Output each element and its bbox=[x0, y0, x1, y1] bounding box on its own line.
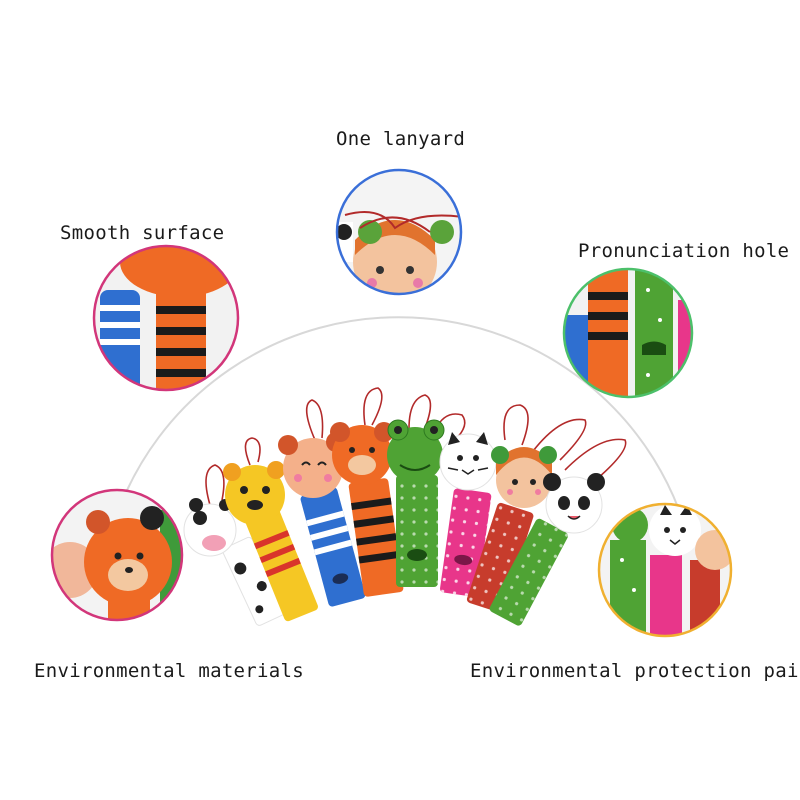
whistle-orange-bear bbox=[330, 422, 404, 597]
background-arc bbox=[114, 316, 691, 546]
label-pronunciation-hole: Pronunciation hole bbox=[578, 240, 790, 262]
zoom-circle-environmental-materials bbox=[50, 488, 184, 622]
whistle-dog bbox=[223, 461, 318, 622]
label-environmental-materials: Environmental materials bbox=[34, 660, 304, 682]
whistle-girl bbox=[466, 446, 557, 613]
whistle-frog bbox=[387, 419, 445, 587]
label-one-lanyard: One lanyard bbox=[336, 128, 466, 150]
lanyard-loops bbox=[205, 387, 627, 506]
whistle-pink-blue bbox=[278, 432, 366, 607]
zoom-circle-smooth-surface bbox=[92, 244, 240, 392]
whistle-panda bbox=[489, 473, 605, 626]
zoom-circle-pronunciation-hole bbox=[562, 267, 694, 399]
label-environmental-paint: Environmental protection paint bbox=[470, 660, 800, 682]
zoom-circle-environmental-paint bbox=[597, 502, 733, 638]
label-smooth-surface: Smooth surface bbox=[60, 222, 225, 244]
whistle-cow bbox=[183, 498, 286, 626]
zoom-circle-lanyard bbox=[335, 168, 463, 296]
